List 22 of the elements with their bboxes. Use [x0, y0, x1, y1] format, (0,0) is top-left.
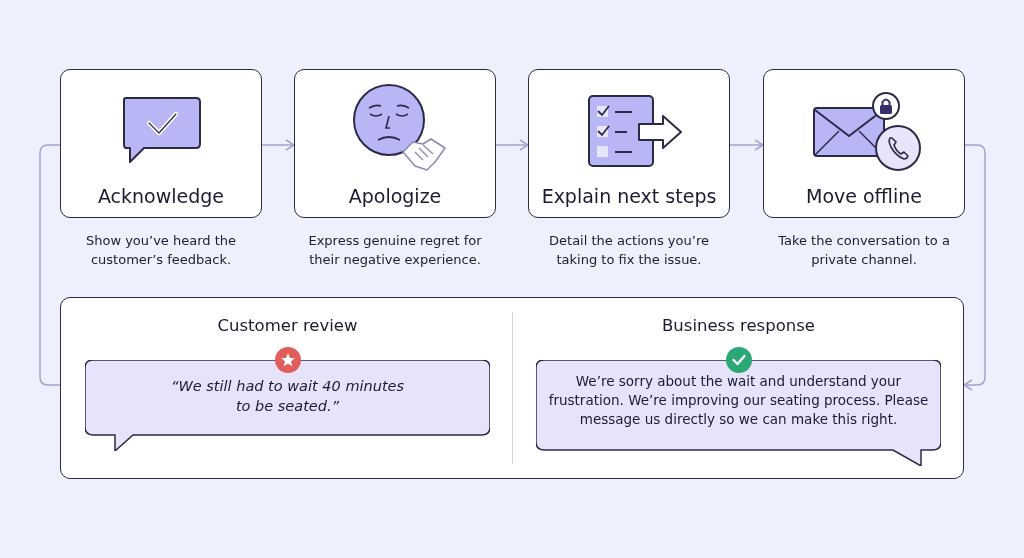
step-card: [294, 69, 496, 218]
step-description: Show you’ve heard the customer’s feedback.: [84, 232, 238, 269]
step-card: [60, 69, 262, 218]
response-text: We’re sorry about the wait and understand your frustration. We’re improving our seating process. Please message us directly so we can make this right.: [547, 372, 930, 429]
step-title: Explain next steps: [540, 185, 718, 207]
section-heading: Customer review: [216, 316, 359, 335]
section-heading: Business response: [661, 316, 816, 335]
step-title: Acknowledge: [96, 185, 226, 207]
review-quote: “We still had to wait 40 minutes to be seated.”: [169, 377, 406, 417]
arrow: [261, 139, 295, 151]
step-title: Move offline: [805, 185, 923, 207]
response-panel: [60, 297, 964, 479]
step-card: [528, 69, 730, 218]
step-description: Detail the actions you’re taking to fix the issue.: [548, 232, 710, 269]
arrow: [495, 139, 529, 151]
connector-line: [39, 144, 61, 386]
arrow: [963, 144, 986, 391]
step-description: Take the conversation to a private channel.: [777, 232, 951, 269]
arrow: [729, 139, 764, 151]
step-card: [763, 69, 965, 218]
step-title: Apologize: [347, 185, 443, 207]
step-description: Express genuine regret for their negative experience.: [307, 232, 483, 269]
